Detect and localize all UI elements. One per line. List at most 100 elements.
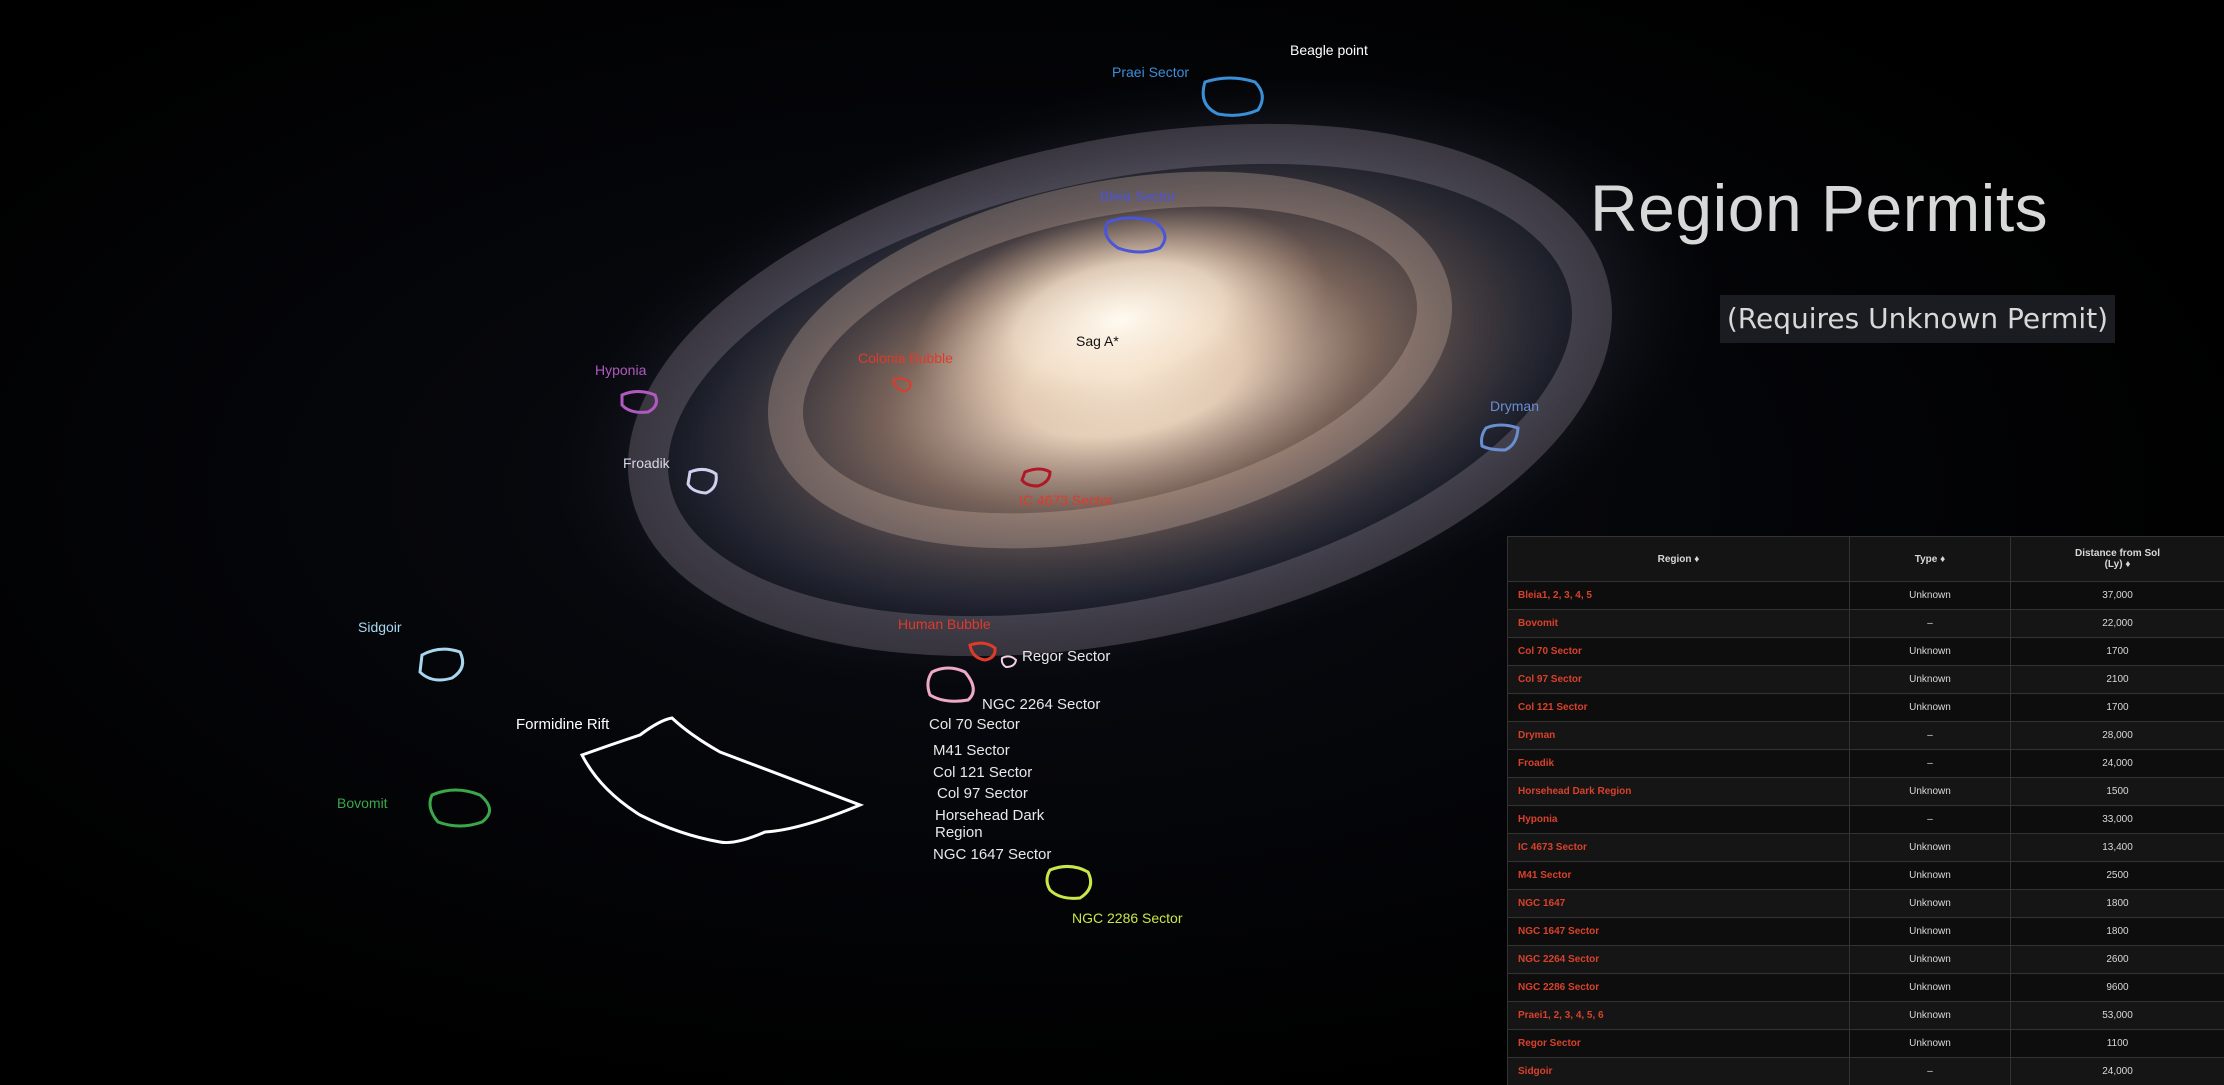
type-cell: Unknown (1849, 889, 2011, 918)
region-link[interactable]: Dryman (1507, 721, 1850, 750)
ngc2264-sector-outline (926, 666, 975, 703)
region-link[interactable]: Sidgoir (1507, 1057, 1850, 1085)
type-cell: – (1849, 805, 2011, 834)
region-link[interactable]: Bleia1, 2, 3, 4, 5 (1507, 581, 1850, 610)
hyponia-outline (620, 390, 658, 414)
region-link[interactable]: Praei1, 2, 3, 4, 5, 6 (1507, 1001, 1850, 1030)
region-link[interactable]: Hyponia (1507, 805, 1850, 834)
distance-cell: 13,400 (2010, 833, 2224, 862)
distance-cell: 9600 (2010, 973, 2224, 1002)
formidine-rift-outline (579, 716, 865, 844)
type-cell: Unknown (1849, 861, 2011, 890)
distance-cell: 28,000 (2010, 721, 2224, 750)
distance-cell: 1800 (2010, 917, 2224, 946)
type-cell: Unknown (1849, 1029, 2011, 1058)
page-title: Region Permits (1590, 171, 2049, 245)
human-bubble-outline (968, 641, 997, 662)
type-cell: Unknown (1849, 945, 2011, 974)
region-link[interactable]: Froadik (1507, 749, 1850, 778)
dryman-outline (1480, 423, 1520, 452)
header-distance-line1: Distance from Sol (2074, 548, 2161, 559)
region-link[interactable]: NGC 1647 (1507, 889, 1850, 918)
header-type[interactable]: Type ♦ (1849, 536, 2011, 582)
type-cell: Unknown (1849, 581, 2011, 610)
galaxy-arm-outer (628, 123, 1612, 657)
region-link[interactable]: Col 97 Sector (1507, 665, 1850, 694)
distance-cell: 1100 (2010, 1029, 2224, 1058)
distance-cell: 1800 (2010, 889, 2224, 918)
distance-cell: 2100 (2010, 665, 2224, 694)
type-cell: Unknown (1849, 1001, 2011, 1030)
label-sag-a: Sag A* (1076, 333, 1119, 349)
label-sidgoir: Sidgoir (358, 619, 402, 635)
region-link[interactable]: IC 4673 Sector (1507, 833, 1850, 862)
type-cell: – (1849, 721, 2011, 750)
type-cell: Unknown (1849, 777, 2011, 806)
page-subtitle: (Requires Unknown Permit) (1720, 295, 2115, 343)
label-col70-sector: Col 70 Sector (929, 716, 1020, 733)
distance-cell: 24,000 (2010, 749, 2224, 778)
label-bovomit: Bovomit (337, 795, 388, 811)
label-froadik: Froadik (623, 455, 670, 471)
type-cell: Unknown (1849, 917, 2011, 946)
distance-cell: 1700 (2010, 693, 2224, 722)
distance-cell: 1700 (2010, 637, 2224, 666)
distance-cell: 2600 (2010, 945, 2224, 974)
region-link[interactable]: M41 Sector (1507, 861, 1850, 890)
region-link[interactable]: NGC 2286 Sector (1507, 973, 1850, 1002)
bovomit-outline (428, 788, 491, 828)
label-horsehead-dark-region: Horsehead Dark Region (935, 807, 1044, 842)
table-header-row: Region ♦ Type ♦ Distance from Sol (Ly) ♦ (1507, 536, 2224, 582)
label-praei-sector: Praei Sector (1112, 64, 1190, 80)
galaxy-core (913, 203, 1327, 437)
header-region[interactable]: Region ♦ (1507, 536, 1850, 582)
region-link[interactable]: NGC 2264 Sector (1507, 945, 1850, 974)
label-human-bubble: Human Bubble (898, 616, 991, 632)
ngc2286-sector-outline (1045, 865, 1093, 900)
sidgoir-outline (418, 647, 465, 682)
distance-cell: 53,000 (2010, 1001, 2224, 1030)
distance-cell: 33,000 (2010, 805, 2224, 834)
region-link[interactable]: Col 121 Sector (1507, 693, 1850, 722)
region-link[interactable]: Bovomit (1507, 609, 1850, 638)
region-link[interactable]: Regor Sector (1507, 1029, 1850, 1058)
type-cell: Unknown (1849, 973, 2011, 1002)
type-cell: Unknown (1849, 833, 2011, 862)
header-distance-line2: (Ly) ♦ (2104, 559, 2131, 570)
table-row: Hyponia–33,000 (1507, 805, 2224, 834)
region-link[interactable]: NGC 1647 Sector (1507, 917, 1850, 946)
label-ic4673-sector: IC 4673 Sector (1019, 492, 1113, 508)
type-cell: – (1849, 1057, 2011, 1085)
label-dryman: Dryman (1490, 398, 1540, 414)
label-col97-sector: Col 97 Sector (937, 785, 1028, 802)
table-row: Froadik–24,000 (1507, 749, 2224, 778)
type-cell: – (1849, 609, 2011, 638)
header-distance[interactable]: Distance from Sol (Ly) ♦ (2010, 536, 2224, 582)
label-formidine-rift: Formidine Rift (516, 716, 610, 733)
label-bleia-sector: Bleia Sector (1100, 188, 1176, 204)
region-link[interactable]: Horsehead Dark Region (1507, 777, 1850, 806)
table-row: Bovomit–22,000 (1507, 609, 2224, 638)
galaxy-arm-inner (768, 171, 1452, 549)
type-cell: Unknown (1849, 665, 2011, 694)
label-col121-sector: Col 121 Sector (933, 764, 1033, 781)
region-link[interactable]: Col 70 Sector (1507, 637, 1850, 666)
table-row: Sidgoir–24,000 (1507, 1057, 2224, 1085)
type-cell: Unknown (1849, 637, 2011, 666)
